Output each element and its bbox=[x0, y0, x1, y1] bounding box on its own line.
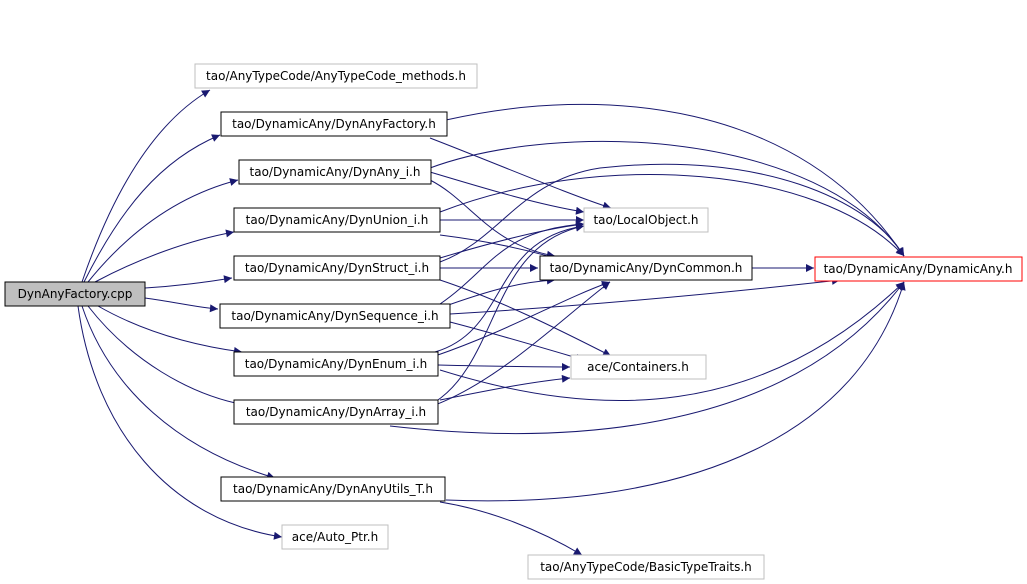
node-basictypetraits-box bbox=[527, 554, 765, 580]
edge-root-anytype-methods bbox=[81, 89, 211, 283]
node-dyncommon[interactable]: tao/DynamicAny/DynCommon.h bbox=[539, 255, 753, 281]
node-dynunion-i-label: tao/DynamicAny/DynUnion_i.h bbox=[246, 213, 429, 227]
edge-root-dynany bbox=[87, 178, 239, 283]
node-dynstruct-i[interactable]: tao/DynamicAny/DynStruct_i.h bbox=[233, 255, 441, 281]
node-dynamicany-label: tao/DynamicAny/DynamicAny.h bbox=[824, 262, 1013, 276]
node-root-label: DynAnyFactory.cpp bbox=[18, 287, 133, 301]
node-localobject-label: tao/LocalObject.h bbox=[593, 213, 698, 227]
node-localobject[interactable]: tao/LocalObject.h bbox=[583, 207, 709, 233]
node-dynanyutils-t[interactable]: tao/DynamicAny/DynAnyUtils_T.h bbox=[220, 476, 446, 502]
node-dynamicany-box bbox=[814, 256, 1023, 282]
node-dynarray-i-label: tao/DynamicAny/DynArray_i.h bbox=[246, 405, 426, 419]
node-dynsequence-i[interactable]: tao/DynamicAny/DynSequence_i.h bbox=[219, 303, 451, 329]
node-dynany-i[interactable]: tao/DynamicAny/DynAny_i.h bbox=[238, 159, 432, 185]
node-dynsequence-i-label: tao/DynamicAny/DynSequence_i.h bbox=[231, 309, 438, 323]
edge-dynanyutils-dynamicany bbox=[445, 281, 906, 502]
edge-dynsequence-dyncommon bbox=[439, 276, 556, 309]
node-dynunion-i-box bbox=[233, 207, 441, 233]
node-auto-ptr-box bbox=[281, 524, 389, 550]
edge-dynstruct-dynamicany bbox=[439, 163, 905, 263]
node-dynanyfactory-h-box bbox=[220, 111, 448, 137]
node-dynarray-i-box bbox=[233, 399, 439, 425]
node-containers[interactable]: ace/Containers.h bbox=[570, 354, 707, 380]
node-dyncommon-box bbox=[539, 255, 753, 281]
node-root[interactable]: DynAnyFactory.cpp bbox=[4, 281, 146, 307]
edge-root-dynunion bbox=[94, 229, 235, 283]
node-dynamicany[interactable]: tao/DynamicAny/DynamicAny.h bbox=[814, 256, 1023, 282]
edge-dynenum-dynamicany bbox=[439, 281, 905, 401]
edge-dynany-dynamicany bbox=[429, 140, 905, 257]
node-dynanyfactory-h-label: tao/DynamicAny/DynAnyFactory.h bbox=[232, 117, 436, 131]
edge-root-dynanyfactory bbox=[83, 134, 221, 283]
edge-dynenum-localobject bbox=[434, 223, 585, 353]
edge-dynunion-dynamicany bbox=[439, 174, 905, 257]
node-dynany-i-label: tao/DynamicAny/DynAny_i.h bbox=[250, 165, 421, 179]
node-dynenum-i-box bbox=[233, 351, 439, 377]
edge-dynsequence-containers bbox=[449, 321, 585, 362]
node-basictypetraits[interactable]: tao/AnyTypeCode/BasicTypeTraits.h bbox=[527, 554, 765, 580]
edge-dynsequence-dynamicany bbox=[449, 276, 841, 315]
edge-root-autoptr bbox=[77, 305, 283, 540]
node-auto-ptr-label: ace/Auto_Ptr.h bbox=[292, 530, 378, 544]
edge-dynarray-dynamicany bbox=[389, 281, 905, 434]
node-root-box bbox=[4, 281, 146, 307]
node-dynanyutils-t-box bbox=[220, 476, 446, 502]
edge-dynenum-dyncommon bbox=[434, 280, 611, 357]
edge-root-dynstruct bbox=[144, 275, 233, 289]
edge-dynarray-dyncommon bbox=[434, 281, 611, 406]
node-dynenum-i-label: tao/DynamicAny/DynEnum_i.h bbox=[245, 357, 428, 371]
node-anytypecode-methods-label: tao/AnyTypeCode/AnyTypeCode_methods.h bbox=[206, 69, 466, 83]
node-dynstruct-i-label: tao/DynamicAny/DynStruct_i.h bbox=[245, 261, 429, 275]
edge-dynarray-containers bbox=[439, 374, 571, 401]
node-dynstruct-i-box bbox=[233, 255, 441, 281]
edge-dynunion-dyncommon bbox=[439, 234, 556, 260]
edge-root-dynenum bbox=[97, 305, 243, 355]
node-anytypecode-methods[interactable]: tao/AnyTypeCode/AnyTypeCode_methods.h bbox=[194, 63, 478, 89]
edge-dynarray-localobject bbox=[434, 223, 585, 403]
edge-root-dynanyutils bbox=[81, 305, 276, 480]
node-dynsequence-i-box bbox=[219, 303, 451, 329]
node-anytypecode-methods-box bbox=[194, 63, 478, 89]
edge-root-dynsequence bbox=[144, 297, 219, 313]
edge-dynanyfactory-dynamicany bbox=[445, 103, 905, 257]
edge-dynany-localobject bbox=[429, 171, 585, 215]
node-localobject-box bbox=[583, 207, 709, 233]
nodes: DynAnyFactory.cpp tao/AnyTypeCode/AnyTyp… bbox=[4, 63, 1023, 580]
edge-root-dynarray bbox=[87, 305, 246, 408]
node-containers-label: ace/Containers.h bbox=[587, 360, 689, 374]
edge-dynanyutils-basictypetraits bbox=[439, 501, 583, 556]
node-dyncommon-label: tao/DynamicAny/DynCommon.h bbox=[550, 261, 743, 275]
node-containers-box bbox=[570, 354, 707, 380]
node-dynarray-i[interactable]: tao/DynamicAny/DynArray_i.h bbox=[233, 399, 439, 425]
node-basictypetraits-label: tao/AnyTypeCode/BasicTypeTraits.h bbox=[540, 560, 752, 574]
node-dynunion-i[interactable]: tao/DynamicAny/DynUnion_i.h bbox=[233, 207, 441, 233]
node-dynanyfactory-h[interactable]: tao/DynamicAny/DynAnyFactory.h bbox=[220, 111, 448, 137]
edges bbox=[77, 89, 906, 556]
node-dynany-i-box bbox=[238, 159, 432, 185]
edge-dynsequence-localobject bbox=[439, 220, 585, 305]
node-dynanyutils-t-label: tao/DynamicAny/DynAnyUtils_T.h bbox=[233, 482, 433, 496]
edge-dynanyfactory-localobject bbox=[429, 137, 612, 210]
node-auto-ptr[interactable]: ace/Auto_Ptr.h bbox=[281, 524, 389, 550]
node-dynenum-i[interactable]: tao/DynamicAny/DynEnum_i.h bbox=[233, 351, 439, 377]
